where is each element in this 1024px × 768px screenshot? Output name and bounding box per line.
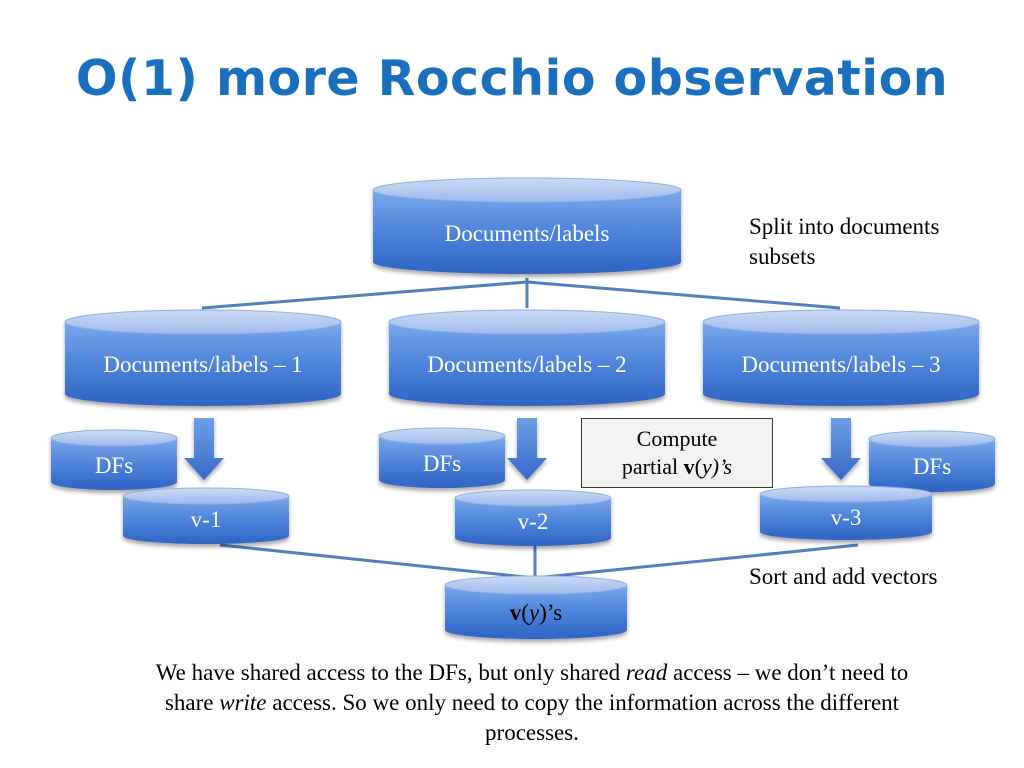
documents-labels-label: Documents/labels — [444, 221, 610, 246]
documents-labels-1-label: Documents/labels – 1 — [103, 352, 303, 377]
down-arrow-icon — [507, 418, 547, 480]
v-1-label: v-1 — [190, 507, 222, 532]
slide-title: O(1) more Rocchio observation — [75, 50, 949, 107]
result-vectors-label: v(y)’s — [445, 600, 627, 626]
documents-labels-1-cylinder — [64, 309, 342, 406]
callout-line-1: Compute — [636, 426, 718, 451]
caption-part-2: access – we don’t need to share — [164, 660, 909, 715]
down-arrow-icon — [184, 418, 224, 480]
callout-variable: y — [701, 454, 712, 479]
merge-connectors — [219, 543, 859, 580]
callout-vector-symbol: v — [683, 454, 695, 479]
documents-labels-3-label: Documents/labels – 3 — [741, 352, 941, 377]
down-arrow-icon — [821, 418, 861, 480]
compute-callout: Compute partial v(y)’s — [581, 418, 773, 488]
v-1-cylinder — [122, 487, 290, 544]
v-2-label: v-2 — [517, 509, 549, 534]
v-3-label: v-3 — [830, 505, 862, 530]
callout-line-2: partial v(y)’s — [582, 453, 772, 481]
result-vectors-cylinder — [444, 575, 628, 639]
split-connectors — [201, 278, 841, 310]
v-3-cylinder — [759, 485, 933, 540]
result-variable: y — [528, 600, 540, 625]
documents-labels-cylinder — [372, 177, 682, 274]
slide-caption: We have shared access to the DFs, but on… — [130, 658, 934, 748]
sort-note: Sort and add vectors — [749, 564, 938, 589]
callout-suffix: )’s — [711, 454, 733, 479]
dfs-3-label: DFs — [912, 454, 952, 479]
callout-open-paren: ( — [694, 454, 702, 479]
dfs-1-cylinder — [50, 429, 178, 490]
documents-labels-2-label: Documents/labels – 2 — [427, 352, 627, 377]
result-open-paren: ( — [521, 600, 529, 625]
documents-labels-2-cylinder — [388, 309, 666, 406]
split-note: Split into documents subsets — [749, 214, 940, 269]
documents-labels-3-cylinder — [702, 309, 980, 406]
v-2-cylinder — [454, 489, 612, 546]
callout-prefix: partial — [621, 454, 684, 479]
result-suffix: )’s — [539, 600, 563, 625]
result-vector-symbol: v — [509, 600, 522, 625]
dfs-3-cylinder — [868, 430, 996, 492]
caption-read-emphasis: read — [625, 660, 668, 685]
caption-part-1: We have shared access to the DFs, but on… — [155, 660, 626, 685]
caption-part-3: access. So we only need to copy the info… — [266, 690, 900, 745]
caption-write-emphasis: write — [219, 690, 267, 715]
dfs-1-label: DFs — [94, 453, 134, 478]
dfs-2-cylinder — [378, 427, 506, 488]
dfs-2-label: DFs — [422, 451, 462, 476]
